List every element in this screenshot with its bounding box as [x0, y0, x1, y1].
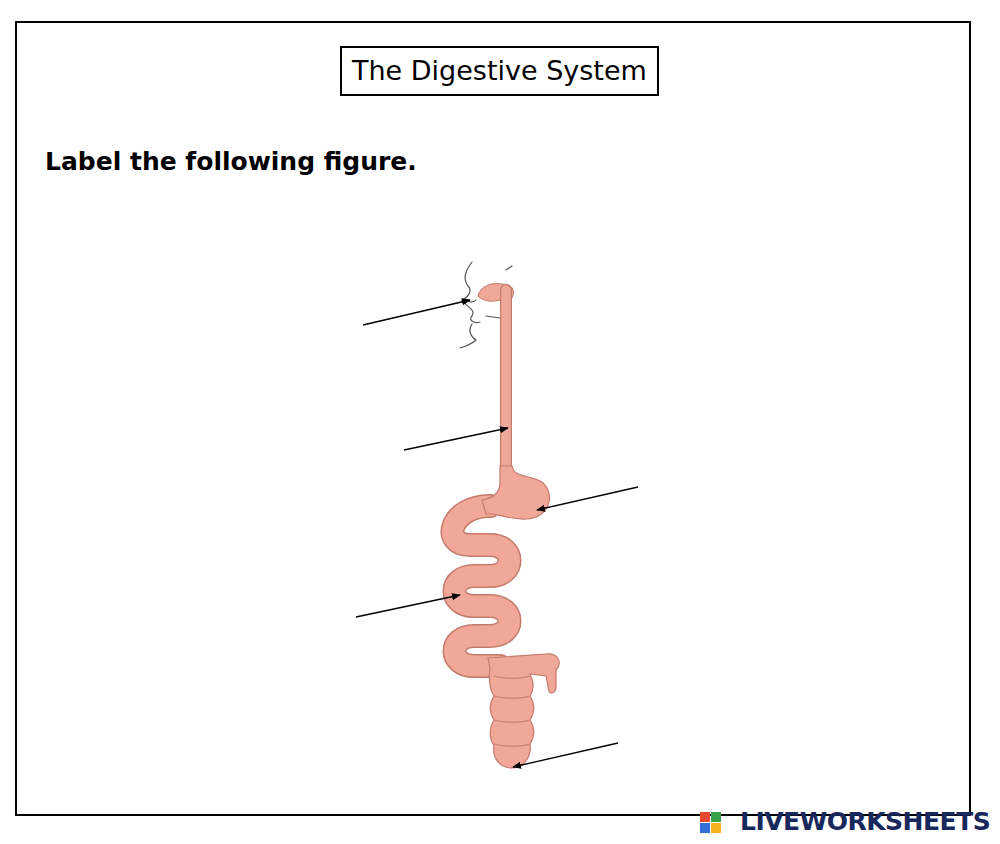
instruction-text: Label the following figure. — [45, 146, 417, 178]
page-frame — [16, 22, 970, 815]
watermark-text: LIVEWORKSHEETS — [740, 806, 990, 838]
large-intestine — [488, 654, 559, 768]
leader-arrows — [356, 300, 638, 767]
stomach — [482, 466, 549, 519]
watermark-logo — [700, 812, 721, 833]
small-intestine — [453, 506, 510, 666]
esophagus — [501, 290, 511, 476]
colon-segments — [494, 676, 530, 746]
esophagus-outline — [500, 290, 512, 476]
worksheet-title: The Digestive System — [340, 46, 659, 96]
small-intestine-outline — [453, 506, 510, 666]
